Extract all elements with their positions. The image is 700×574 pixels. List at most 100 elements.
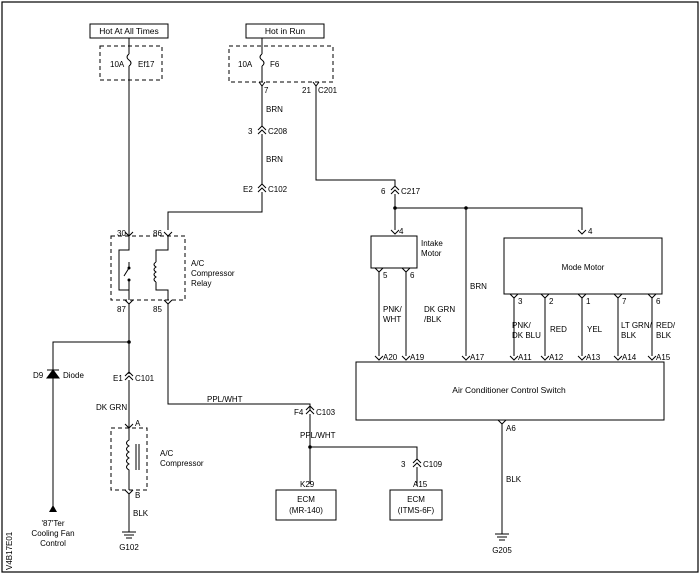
mode-pin2: 2 bbox=[549, 297, 554, 306]
c103-connector-icon bbox=[305, 405, 315, 411]
compressor-label-2: Compressor bbox=[160, 459, 204, 468]
ac-compressor-relay: 30 86 87 85 A/C Compressor Relay bbox=[110, 229, 235, 314]
mode-motor-pin4-marker bbox=[577, 229, 587, 235]
compressor-pin-a: A bbox=[135, 419, 141, 428]
ppl-wht-wire-label-2: PPL/WHT bbox=[300, 431, 336, 440]
c101-connector-icon bbox=[124, 371, 134, 377]
c208-label: C208 bbox=[268, 127, 288, 136]
mode-pin4: 4 bbox=[588, 227, 593, 236]
intake-pin4-marker bbox=[390, 229, 400, 235]
ecm-itms6f-label-1: ECM bbox=[407, 495, 425, 504]
ac-control-switch-box bbox=[355, 361, 665, 421]
intake-pin4: 4 bbox=[399, 227, 404, 236]
ecm-mr140-pin: K29 bbox=[300, 480, 315, 489]
red-blk-label-1: RED/ bbox=[656, 321, 676, 330]
brn-wire-label-1: BRN bbox=[266, 105, 283, 114]
relay-85-wire: PPL/WHT F4 C103 PPL/WHT 3 C109 bbox=[167, 304, 443, 486]
fan-control-label-1: '87'Ter bbox=[41, 519, 64, 528]
sw-pin-a15: A15 bbox=[656, 353, 671, 362]
sw-pin-a20: A20 bbox=[383, 353, 398, 362]
mode-pin7: 7 bbox=[622, 297, 627, 306]
ecm-mr140-label-1: ECM bbox=[297, 495, 315, 504]
sw-pin-a17: A17 bbox=[470, 353, 485, 362]
c102-label: C102 bbox=[268, 185, 288, 194]
ltgrn-blk-label-1: LT GRN/ bbox=[621, 321, 653, 330]
c217-label: C217 bbox=[401, 187, 421, 196]
mode-pin3: 3 bbox=[518, 297, 523, 306]
mode-pin6: 6 bbox=[656, 297, 661, 306]
mode-motor-box bbox=[503, 237, 663, 295]
brn-wire-label-3: BRN bbox=[470, 282, 487, 291]
intake-pin6: 6 bbox=[410, 271, 415, 280]
ltgrn-blk-label-2: BLK bbox=[621, 331, 637, 340]
fuse-f6-box bbox=[228, 45, 334, 83]
c217-connector-icon bbox=[390, 185, 400, 191]
relay-label-1: A/C bbox=[191, 259, 205, 268]
fan-control-arrow-icon bbox=[49, 505, 57, 512]
fuse-f6-rating: 10A bbox=[238, 60, 253, 69]
fan-control-label-2: Cooling Fan bbox=[31, 529, 74, 538]
compressor-feed: D9 Diode '87'Ter Cooling Fan Control E1 … bbox=[31, 304, 155, 548]
ground-g205-icon bbox=[495, 533, 509, 541]
relay-label-3: Relay bbox=[191, 279, 211, 288]
red-blk-label-2: BLK bbox=[656, 331, 672, 340]
c109-pin: 3 bbox=[401, 460, 406, 469]
blk-wire-label-2: BLK bbox=[506, 475, 522, 484]
compressor-pin-b: B bbox=[135, 491, 140, 500]
c208-connector-icon bbox=[257, 125, 267, 131]
sw-pin-a11: A11 bbox=[518, 353, 532, 362]
c102-pin: E2 bbox=[243, 185, 253, 194]
sw-pin-a14: A14 bbox=[622, 353, 637, 362]
sw-pin-a19: A19 bbox=[410, 353, 425, 362]
c109-connector-icon bbox=[412, 458, 422, 464]
intake-motor-box bbox=[370, 235, 418, 269]
ecm-itms6f-box bbox=[389, 489, 443, 521]
c109-label: C109 bbox=[423, 460, 443, 469]
f6-pin21: 21 bbox=[302, 86, 311, 95]
hot-in-run-label: Hot in Run bbox=[265, 26, 305, 36]
ecm-mr140-label-2: (MR-140) bbox=[289, 506, 323, 515]
ecm-itms6f: A15 ECM (ITMS-6F) bbox=[389, 480, 443, 521]
relay-pin85: 85 bbox=[153, 305, 162, 314]
mode-motor: 4 Mode Motor 3 2 1 7 6 PNK/ DK BLU RED Y… bbox=[503, 227, 676, 356]
diode-icon bbox=[46, 369, 60, 379]
intake-label-2: Motor bbox=[421, 249, 442, 258]
ac-control-switch: A20 A19 A17 A11 A12 A13 A14 A15 Air Cond… bbox=[355, 353, 671, 555]
relay-coil-icon bbox=[153, 236, 169, 300]
relay-pin87: 87 bbox=[117, 305, 126, 314]
f6-pin21-wire: 6 C217 BRN bbox=[315, 86, 587, 356]
ecm-mr140-box bbox=[275, 489, 337, 521]
c101-label: C101 bbox=[135, 374, 155, 383]
fuse-f6-name: F6 bbox=[270, 60, 280, 69]
c103-pin: F4 bbox=[294, 408, 304, 417]
diode-label: Diode bbox=[63, 371, 84, 380]
hot-in-run-source: Hot in Run 10A F6 7 21 C201 bbox=[228, 23, 338, 95]
c217-pin: 6 bbox=[381, 187, 386, 196]
yel-wire-label: YEL bbox=[587, 325, 603, 334]
dkgrn-blk-label-2: /BLK bbox=[424, 315, 442, 324]
hot-at-all-times-label: Hot At All Times bbox=[99, 26, 159, 36]
blk-wire-label-1: BLK bbox=[133, 509, 149, 518]
intake-motor: 4 Intake Motor 5 6 PNK/ WHT DK GRN /BLK bbox=[370, 227, 455, 356]
diode-id: D9 bbox=[33, 371, 44, 380]
hot-at-all-times-source: Hot At All Times 10A Ef17 bbox=[89, 23, 169, 81]
red-wire-label: RED bbox=[550, 325, 567, 334]
fuse-f6-icon bbox=[259, 46, 265, 82]
ground-g102-icon bbox=[122, 531, 136, 539]
intake-pin5: 5 bbox=[383, 271, 388, 280]
hot-in-run-box bbox=[245, 23, 325, 39]
figure-id: V4B17E01 bbox=[5, 531, 14, 570]
brn-wire-label-2: BRN bbox=[266, 155, 283, 164]
c201-label: C201 bbox=[318, 86, 338, 95]
mode-motor-label: Mode Motor bbox=[562, 263, 605, 272]
f6-brn-wire: BRN 3 C208 BRN E2 C102 bbox=[167, 86, 288, 230]
sw-pin-a12: A12 bbox=[549, 353, 564, 362]
ac-compressor: A B A/C Compressor BLK G102 bbox=[110, 419, 204, 552]
c102-connector-icon bbox=[257, 183, 267, 189]
intake-label-1: Intake bbox=[421, 239, 443, 248]
pnk-dkblu-label-2: DK BLU bbox=[512, 331, 541, 340]
relay-pin30: 30 bbox=[117, 229, 126, 238]
pnk-wht-label-2: WHT bbox=[383, 315, 401, 324]
ecm-mr140: K29 ECM (MR-140) bbox=[275, 480, 337, 521]
